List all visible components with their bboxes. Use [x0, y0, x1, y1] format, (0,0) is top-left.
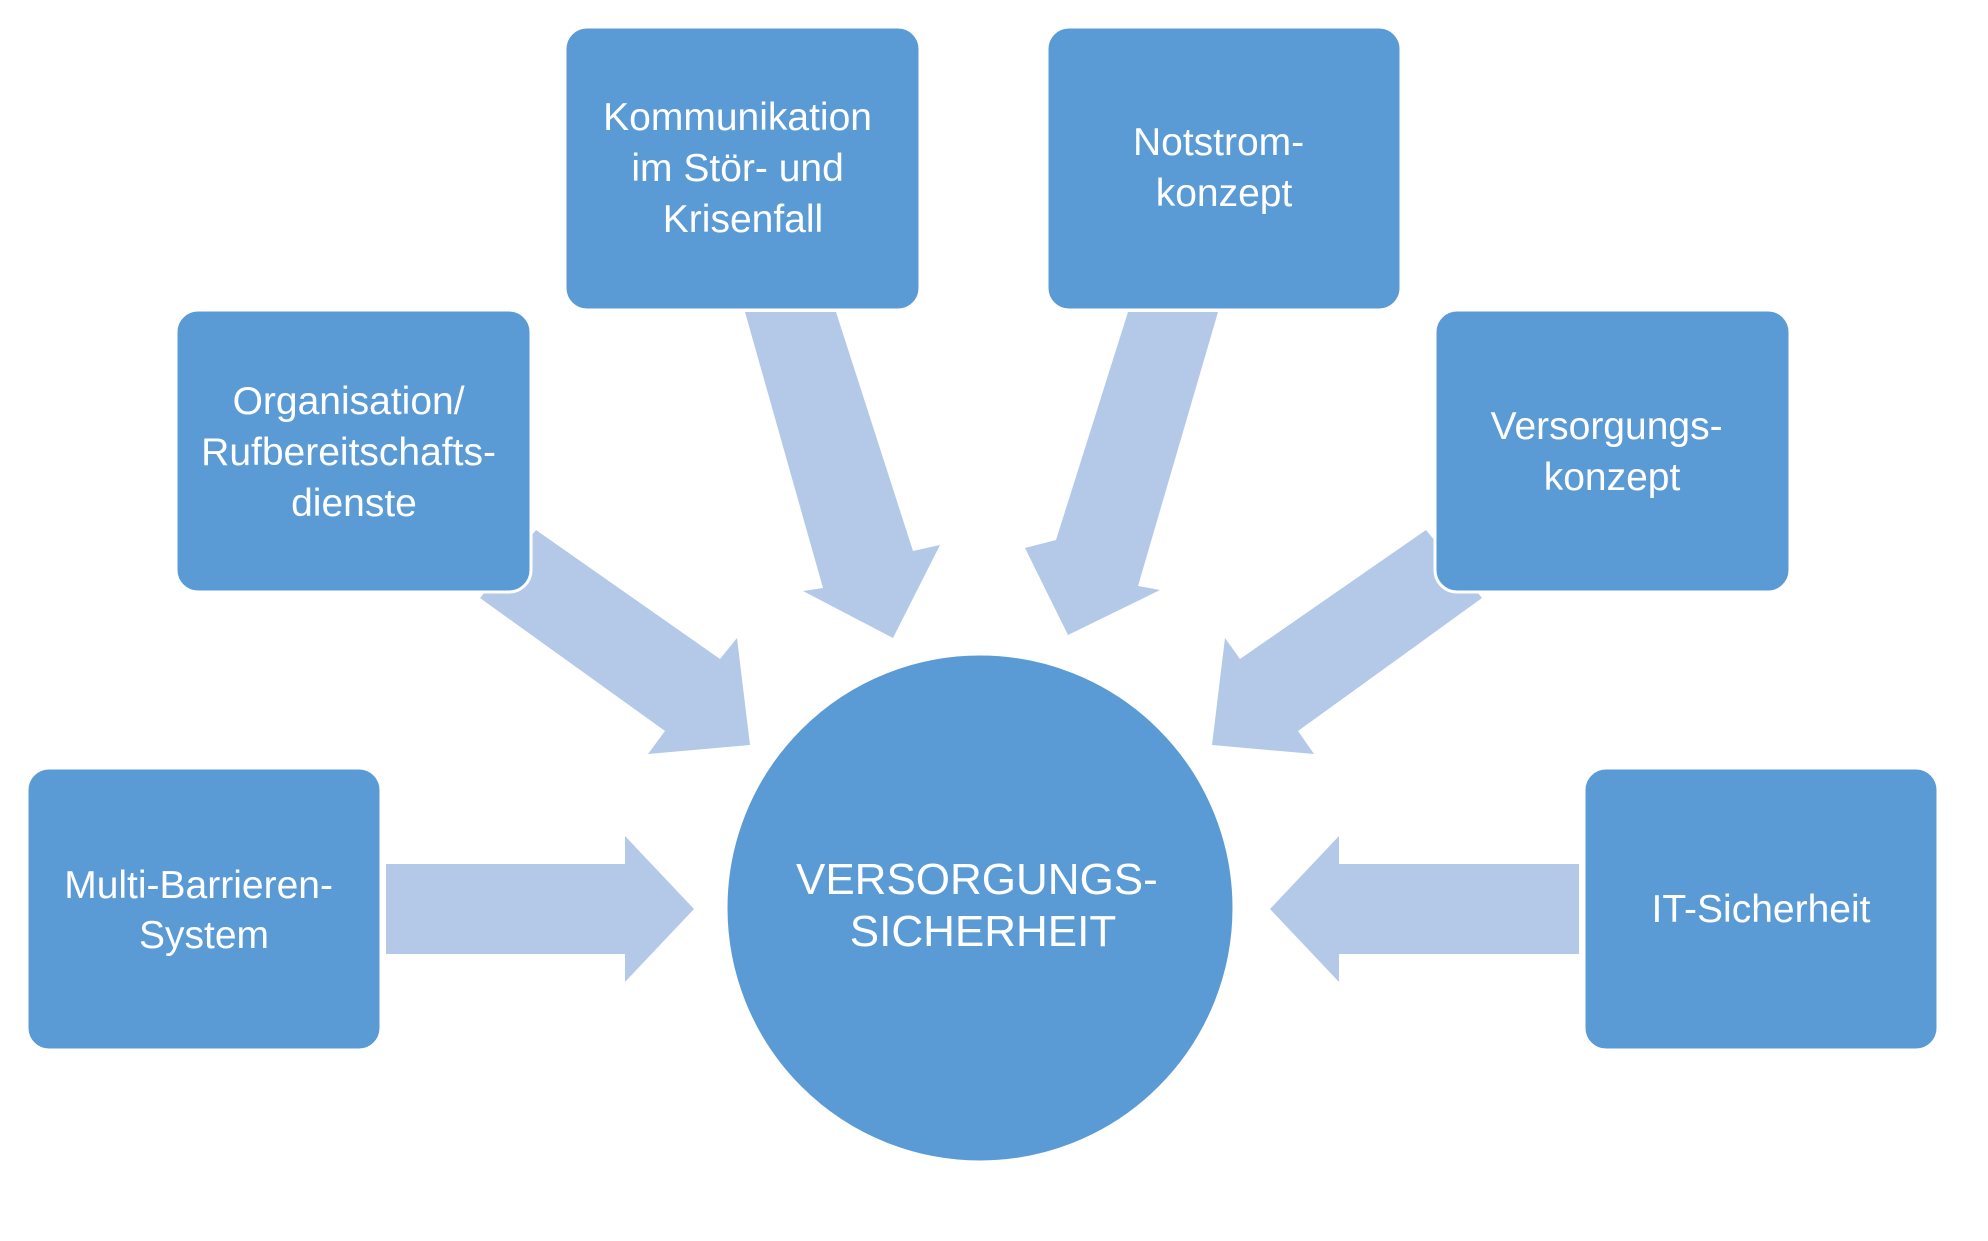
arrow-upper-left-to-center: [480, 530, 750, 754]
node-kommunikation: [563, 25, 922, 312]
node-it-sicherheit-line-1: IT-Sicherheit: [1652, 888, 1871, 931]
node-it-sicherheit: [1582, 766, 1940, 1052]
node-multi-barrieren-system-line-2: System: [139, 914, 269, 957]
node-organisation-line-2: Rufbereitschafts-: [201, 431, 496, 474]
center-label-line-2: SICHERHEIT: [850, 907, 1116, 956]
node-multi-barrieren-system-line-1: Multi-Barrieren-: [64, 864, 333, 907]
node-versorgungskonzept: [1433, 308, 1792, 594]
node-multi-barrieren-system: [25, 766, 383, 1052]
node-organisation: [174, 308, 533, 594]
node-kommunikation-label: Kommunikation im Stör- und Krisenfall: [603, 96, 883, 241]
node-notstromkonzept-line-2: konzept: [1156, 172, 1293, 215]
node-kommunikation-line-1: Kommunikation: [603, 96, 872, 139]
arrow-right-to-center: [1270, 836, 1579, 982]
arrow-top-left-to-center: [745, 312, 940, 638]
center-label: VERSORGUNGS- SICHERHEIT: [796, 855, 1170, 956]
arrow-top-right-to-center: [1025, 312, 1218, 635]
node-organisation-line-3: dienste: [291, 482, 417, 525]
center-circle: [724, 652, 1236, 1164]
node-versorgungskonzept-label: Versorgungs- konzept: [1491, 405, 1734, 499]
node-kommunikation-line-3: Krisenfall: [663, 198, 823, 241]
node-notstromkonzept-line-1: Notstrom-: [1133, 121, 1304, 164]
node-notstromkonzept-label: Notstrom- konzept: [1133, 121, 1315, 215]
node-it-sicherheit-label: IT-Sicherheit: [1652, 888, 1871, 931]
node-notstromkonzept: [1045, 25, 1403, 312]
node-organisation-label: Organisation/ Rufbereitschafts- dienste: [201, 380, 507, 525]
node-kommunikation-line-2: im Stör- und: [631, 147, 843, 190]
center-label-line-1: VERSORGUNGS-: [796, 855, 1158, 904]
node-versorgungskonzept-line-1: Versorgungs-: [1491, 405, 1723, 448]
arrow-upper-right-to-center: [1212, 530, 1482, 754]
node-organisation-line-1: Organisation/: [233, 380, 465, 423]
node-versorgungskonzept-line-2: konzept: [1544, 456, 1681, 499]
arrow-left-to-center: [386, 836, 694, 982]
node-multi-barrieren-system-label: Multi-Barrieren- System: [64, 864, 344, 957]
